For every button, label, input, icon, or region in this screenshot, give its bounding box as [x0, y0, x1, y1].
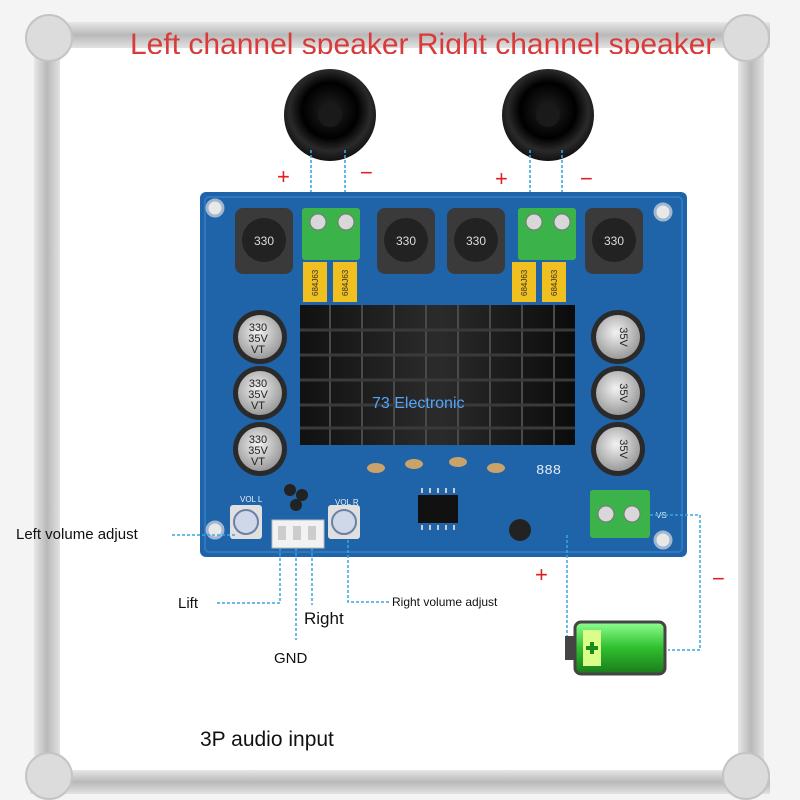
inductor-label: 330 [604, 234, 624, 248]
right-volume-label: Right volume adjust [392, 595, 498, 609]
capacitor-label: 35V [617, 327, 629, 347]
audio-input-label: 3P audio input [200, 728, 334, 751]
small-capacitors [284, 484, 308, 511]
small-capacitor-icon [509, 519, 531, 541]
frame-top-bar [30, 22, 770, 48]
frame-corner-knot [722, 752, 770, 800]
left-speaker-terminal [302, 208, 360, 260]
silk-vol-r: VOL R [335, 498, 359, 507]
frame-corner-knot [25, 752, 73, 800]
capacitor-label: 35V [617, 383, 629, 403]
audio-input-connector [271, 519, 325, 549]
capacitor-label: 35V [248, 333, 268, 345]
capacitor-label: VT [251, 456, 265, 468]
capacitor-icon [233, 422, 287, 476]
capacitor-icon [591, 366, 645, 420]
film-cap-label: 684J63 [311, 269, 320, 296]
capacitor-label: 330 [249, 378, 267, 390]
board-digits: 888 [536, 463, 561, 479]
capacitor-icon [233, 310, 287, 364]
battery-minus: − [712, 566, 725, 591]
left-volume-label: Left volume adjust [16, 526, 138, 543]
frame-right-bar [738, 22, 764, 794]
speaker-wires [310, 150, 563, 215]
inductor-icon [235, 208, 293, 274]
silk-vol-l: VOL L [240, 495, 263, 504]
polarity-minus: − [580, 166, 593, 191]
film-cap-label: 684J63 [341, 269, 350, 296]
inductor-label: 330 [466, 234, 486, 248]
film-cap-label: 684J63 [520, 269, 529, 296]
mounting-holes [205, 198, 673, 550]
film-cap-label: 684J63 [550, 269, 559, 296]
capacitor-label: 330 [249, 434, 267, 446]
lift-label: Lift [178, 595, 199, 612]
capacitor-icon [591, 422, 645, 476]
polarity-plus: + [277, 164, 290, 189]
battery-icon [565, 620, 667, 676]
ic-chip-icon [418, 488, 458, 530]
frame-corner-knot [25, 14, 73, 62]
right-label: Right [304, 609, 344, 628]
battery-plus: + [535, 562, 548, 587]
capacitor-label: 35V [617, 439, 629, 459]
capacitor-icon [591, 310, 645, 364]
inductor-label: 330 [254, 234, 274, 248]
gnd-label: GND [274, 650, 308, 667]
inductor-icon [585, 208, 643, 274]
left-speaker-icon [284, 69, 376, 161]
small-resistors [367, 457, 505, 473]
capacitor-label: 330 [249, 322, 267, 334]
power-terminal [590, 490, 650, 538]
right-speaker-terminal [518, 208, 576, 260]
inductor-icon [447, 208, 505, 274]
inductor-icon [377, 208, 435, 274]
left-volume-knob-icon [230, 505, 262, 539]
heatsink [300, 305, 575, 445]
frame-left-bar [34, 22, 60, 794]
right-speaker-icon [502, 69, 594, 161]
film-capacitors [303, 262, 566, 302]
polarity-minus: − [360, 160, 373, 185]
frame-corner-knot [722, 14, 770, 62]
right-volume-knob-icon [328, 505, 360, 539]
polarity-plus: + [495, 166, 508, 191]
capacitor-label: 35V [248, 445, 268, 457]
capacitor-label: VT [251, 344, 265, 356]
inductor-label: 330 [396, 234, 416, 248]
brand-watermark: 73 Electronic [372, 395, 465, 412]
capacitor-label: VT [251, 400, 265, 412]
frame-bottom-bar [30, 770, 770, 794]
top-caption: Left channel speaker Right channel speak… [130, 28, 716, 54]
capacitor-icon [233, 366, 287, 420]
capacitor-label: 35V [248, 389, 268, 401]
